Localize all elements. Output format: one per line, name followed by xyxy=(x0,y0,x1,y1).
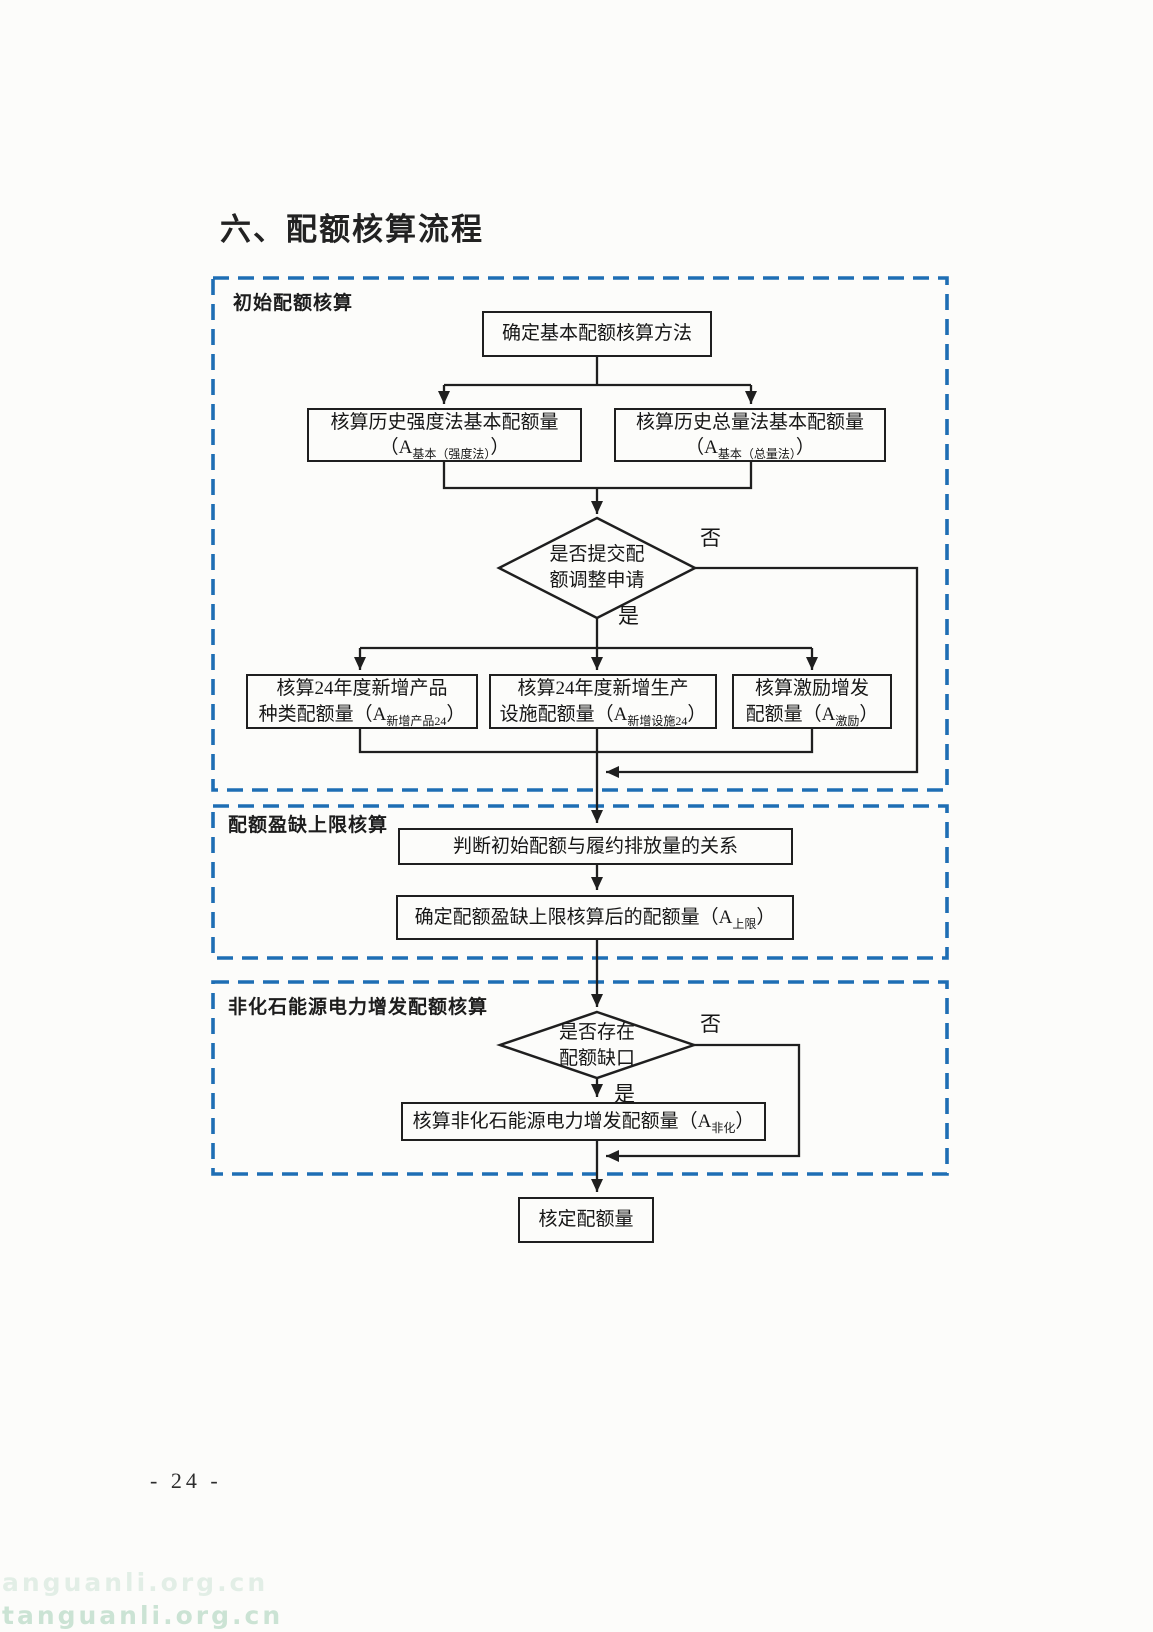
decision-gap-text: 是否存在 配额缺口 xyxy=(558,1022,635,1069)
watermark-line2: tanguanli.org.cn xyxy=(2,1601,284,1630)
section-cap-quota-boundary xyxy=(211,804,949,960)
page-title: 六、配额核算流程 xyxy=(220,212,484,247)
decision-adjustment-diamond xyxy=(496,516,698,620)
yes-label-gap: 是 xyxy=(614,1082,635,1106)
cap-quota-node: 确定配额盈缺上限核算后的配额量（A上限） xyxy=(396,895,794,940)
new-facilities-line1: 核算24年度新增生产 xyxy=(517,678,689,700)
section-label-cap-quota: 配额盈缺上限核算 xyxy=(228,815,389,836)
judge-relation-node: 判断初始配额与履约排放量的关系 xyxy=(398,828,793,865)
historical-intensity-node: 核算历史强度法基本配额量 （A基本（强度法）） xyxy=(307,408,582,462)
historical-total-line1: 核算历史总量法基本配额量 xyxy=(635,411,864,433)
new-facilities-node: 核算24年度新增生产 设施配额量（A新增设施24） xyxy=(489,674,717,729)
judge-relation-text: 判断初始配额与履约排放量的关系 xyxy=(452,835,738,857)
determine-method-node: 确定基本配额核算方法 xyxy=(482,311,712,357)
historical-intensity-line1: 核算历史强度法基本配额量 xyxy=(330,411,559,433)
incentive-line1: 核算激励增发 xyxy=(754,678,869,700)
final-quota-node: 核定配额量 xyxy=(518,1197,654,1243)
decision-gap-diamond xyxy=(496,1010,698,1080)
page-number: - 24 - xyxy=(150,1468,222,1493)
historical-total-formula: （A基本（总量法）） xyxy=(685,437,815,461)
new-products-line1: 核算24年度新增产品 xyxy=(276,678,448,700)
section-nonfossil-boundary xyxy=(211,980,949,1176)
section-label-initial-quota: 初始配额核算 xyxy=(233,293,354,314)
cap-quota-formula: 确定配额盈缺上限核算后的配额量（A上限） xyxy=(414,906,776,931)
section-initial-quota-boundary xyxy=(211,276,949,792)
non-fossil-node: 核算非化石能源电力增发配额量（A非化） xyxy=(401,1102,766,1141)
new-facilities-formula: 设施配额量（A新增设施24） xyxy=(499,703,707,728)
yes-label-adjustment: 是 xyxy=(618,604,639,628)
watermark-line1: anguanli.org.cn xyxy=(2,1568,269,1597)
historical-intensity-formula: （A基本（强度法）） xyxy=(379,437,510,461)
section-label-nonfossil: 非化石能源电力增发配额核算 xyxy=(228,997,489,1018)
historical-total-node: 核算历史总量法基本配额量 （A基本（总量法）） xyxy=(614,408,886,462)
final-quota-text: 核定配额量 xyxy=(538,1209,634,1231)
no-label-adjustment: 否 xyxy=(700,526,721,550)
new-products-formula: 种类配额量（A新增产品24） xyxy=(258,703,466,728)
determine-method-text: 确定基本配额核算方法 xyxy=(501,323,692,345)
incentive-node: 核算激励增发 配额量（A激励） xyxy=(732,674,892,729)
no-label-gap: 否 xyxy=(700,1012,721,1036)
incentive-formula: 配额量（A激励） xyxy=(745,703,879,728)
connector-lines xyxy=(354,357,919,1192)
non-fossil-formula: 核算非化石能源电力增发配额量（A非化） xyxy=(412,1110,755,1135)
new-products-node: 核算24年度新增产品 种类配额量（A新增产品24） xyxy=(246,674,478,729)
decision-adjustment-text: 是否提交配 额调整申请 xyxy=(549,544,645,591)
